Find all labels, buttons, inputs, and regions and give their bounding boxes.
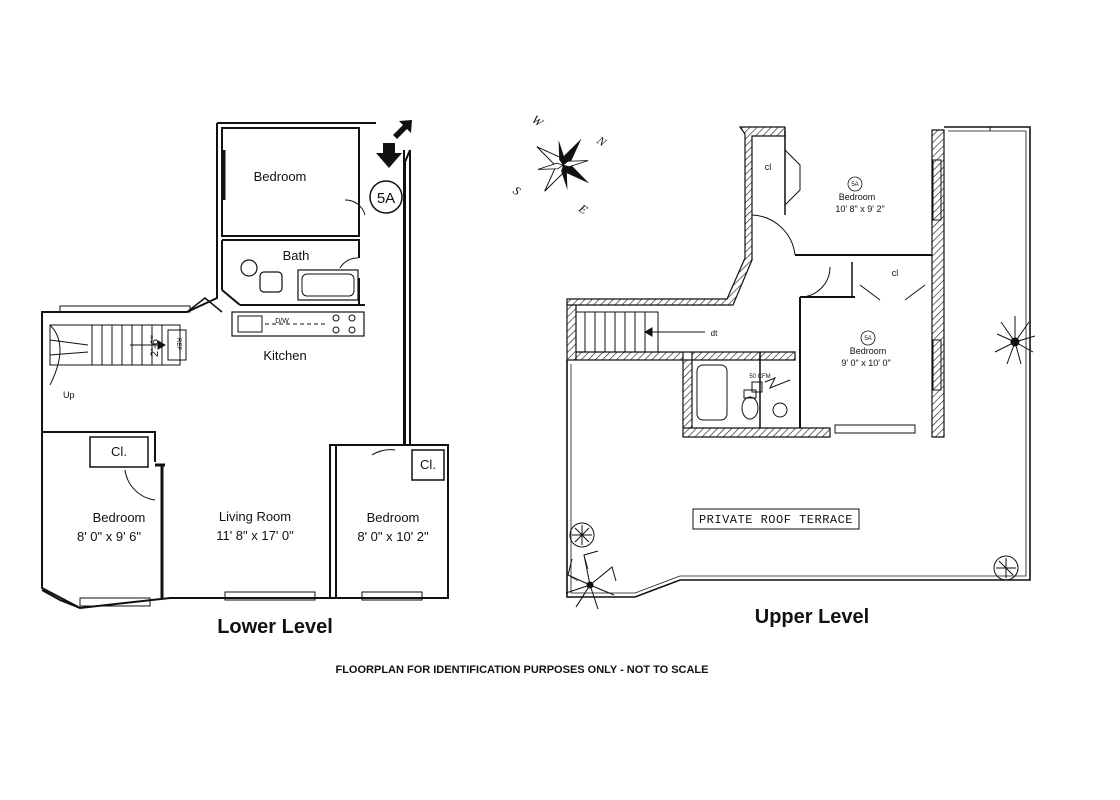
upper-bedroom-a-badge: 5A — [851, 182, 858, 188]
footer-note: FLOORPLAN FOR IDENTIFICATION PURPOSES ON… — [335, 664, 708, 676]
upper-stair-label: dt — [711, 329, 718, 338]
compass-e: E — [575, 201, 590, 218]
fan-label: 50 CFM — [749, 374, 770, 380]
kitchen-counter — [231, 311, 365, 337]
living-room-size: 11' 8" x 17' 0" — [216, 528, 294, 543]
up-label: Up — [63, 390, 75, 400]
lower-level-plan — [41, 122, 449, 610]
toilet — [240, 259, 258, 277]
terrace-label-box — [692, 508, 860, 530]
upper-bedroom-b-name: Bedroom — [850, 346, 887, 356]
compass-rose-icon — [536, 138, 590, 192]
lower-bedroom-right-name: Bedroom — [367, 510, 420, 525]
lower-bedroom-top-label: Bedroom — [254, 169, 307, 184]
closet-left-label: Cl. — [111, 444, 127, 459]
compass-w: W — [529, 112, 546, 130]
lower-stair — [49, 324, 187, 386]
bathtub — [297, 269, 359, 301]
upper-bedroom-a-closet: cl — [765, 162, 772, 172]
upper-toilet — [741, 396, 759, 420]
plant-icon — [993, 555, 1019, 581]
tree-icon — [565, 522, 617, 610]
upper-stair — [575, 311, 705, 353]
compass-s: S — [510, 183, 523, 198]
upper-level-caption: Upper Level — [755, 606, 869, 628]
compass-n: N — [593, 133, 609, 150]
terrace-label: PRIVATE ROOF TERRACE — [699, 513, 853, 527]
lower-bath-label: Bath — [283, 248, 310, 263]
lower-bedroom-left-name: Bedroom — [93, 510, 146, 525]
upper-bedroom-b-closet: cl — [892, 268, 899, 278]
upper-bedroom-a-size: 10' 8" x 9' 2" — [835, 204, 884, 214]
lower-bedroom-left-room — [42, 431, 156, 462]
living-room-name: Living Room — [219, 509, 291, 524]
closet-right-label: Cl. — [420, 457, 436, 472]
upper-bedroom-b-size: 9' 0" x 10' 0" — [841, 358, 890, 368]
unit-badge: 5A — [377, 190, 395, 207]
roof-terrace-outline — [566, 126, 1031, 598]
upper-sink — [772, 402, 788, 418]
upper-bedroom-b-badge: 5A — [864, 336, 871, 342]
ref-label: REF — [175, 338, 181, 350]
lower-bedroom-right-size: 8' 0" x 10' 2" — [357, 529, 429, 544]
lower-kitchen-label: Kitchen — [263, 348, 306, 363]
dishwasher-label: D/W — [275, 318, 289, 325]
lower-bath-room — [222, 239, 360, 258]
upper-bathtub — [696, 364, 728, 421]
entrance-arrows-icon — [376, 120, 412, 168]
lower-bedroom-left-size: 8' 0" x 9' 6" — [77, 529, 141, 544]
upper-level-plan — [566, 126, 1031, 598]
plant-icon — [994, 316, 1036, 365]
lower-level-caption: Lower Level — [217, 616, 333, 638]
upper-bedroom-a-name: Bedroom — [839, 192, 876, 202]
stair-dimension-label: 2'-6" — [149, 335, 161, 357]
unit-badge-circle — [369, 180, 403, 214]
